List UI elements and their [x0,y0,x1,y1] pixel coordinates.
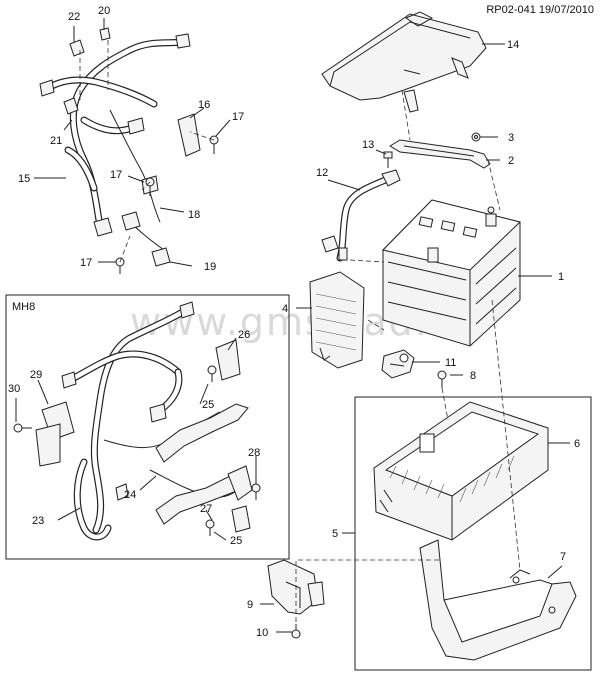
callout-30: 30 [8,383,20,395]
terminal-block [381,349,415,379]
side-bracket [267,559,325,615]
mh8-ducts [155,403,253,533]
battery-heat-shield [309,271,365,369]
callout-15: 15 [18,173,30,185]
callout-19: 19 [204,261,216,273]
battery [382,199,521,347]
cable-bolt [383,151,393,168]
callout-26: 26 [238,329,250,341]
callout-11: 11 [445,357,456,369]
mh8-brackets [35,339,241,467]
mh8-bolts [13,365,261,536]
mh8-harness [61,301,247,541]
tray-bolt [437,370,447,388]
callout-21: 21 [50,135,62,147]
callout-14: 14 [507,39,519,51]
battery-cable-harness [39,33,191,267]
callout-4: 4 [282,303,288,315]
callout-25-a: 25 [202,399,214,411]
hold-down-clamp [389,139,491,169]
battery-cover [321,11,487,113]
harness-dash-lines [79,40,215,263]
callout-5: 5 [332,528,338,540]
callout-28: 28 [248,447,260,459]
leader-lines [15,18,570,633]
callout-6: 6 [574,438,580,450]
callout-12: 12 [316,167,328,179]
callout-8: 8 [470,370,476,382]
callout-1: 1 [558,271,564,283]
callout-24: 24 [124,489,136,501]
callout-22: 22 [68,11,80,23]
battery-tray [373,401,549,541]
callout-7: 7 [560,551,566,563]
clamp-nut [471,132,481,142]
callout-16: 16 [198,99,210,111]
callout-10: 10 [256,627,268,639]
callout-20: 20 [98,5,110,17]
inset-label: MH8 [12,301,35,313]
callout-17-c: 17 [80,257,92,269]
negative-cable [321,169,401,262]
callout-18: 18 [188,209,200,221]
callout-13: 13 [362,139,374,151]
callout-17-a: 17 [232,111,244,123]
mh8-inset-frame [5,294,290,560]
drawing-reference: RP02-041 19/07/2010 [486,4,594,16]
assembly-dash-lines [295,89,521,630]
callout-3: 3 [508,132,514,144]
callout-23: 23 [32,515,44,527]
callout-27: 27 [200,503,212,515]
callout-29: 29 [30,369,42,381]
callout-9: 9 [247,599,253,611]
callout-17-b: 17 [110,169,122,181]
callout-2: 2 [508,155,514,167]
callout-25-b: 25 [230,535,242,547]
tray-support-bracket [419,539,577,661]
